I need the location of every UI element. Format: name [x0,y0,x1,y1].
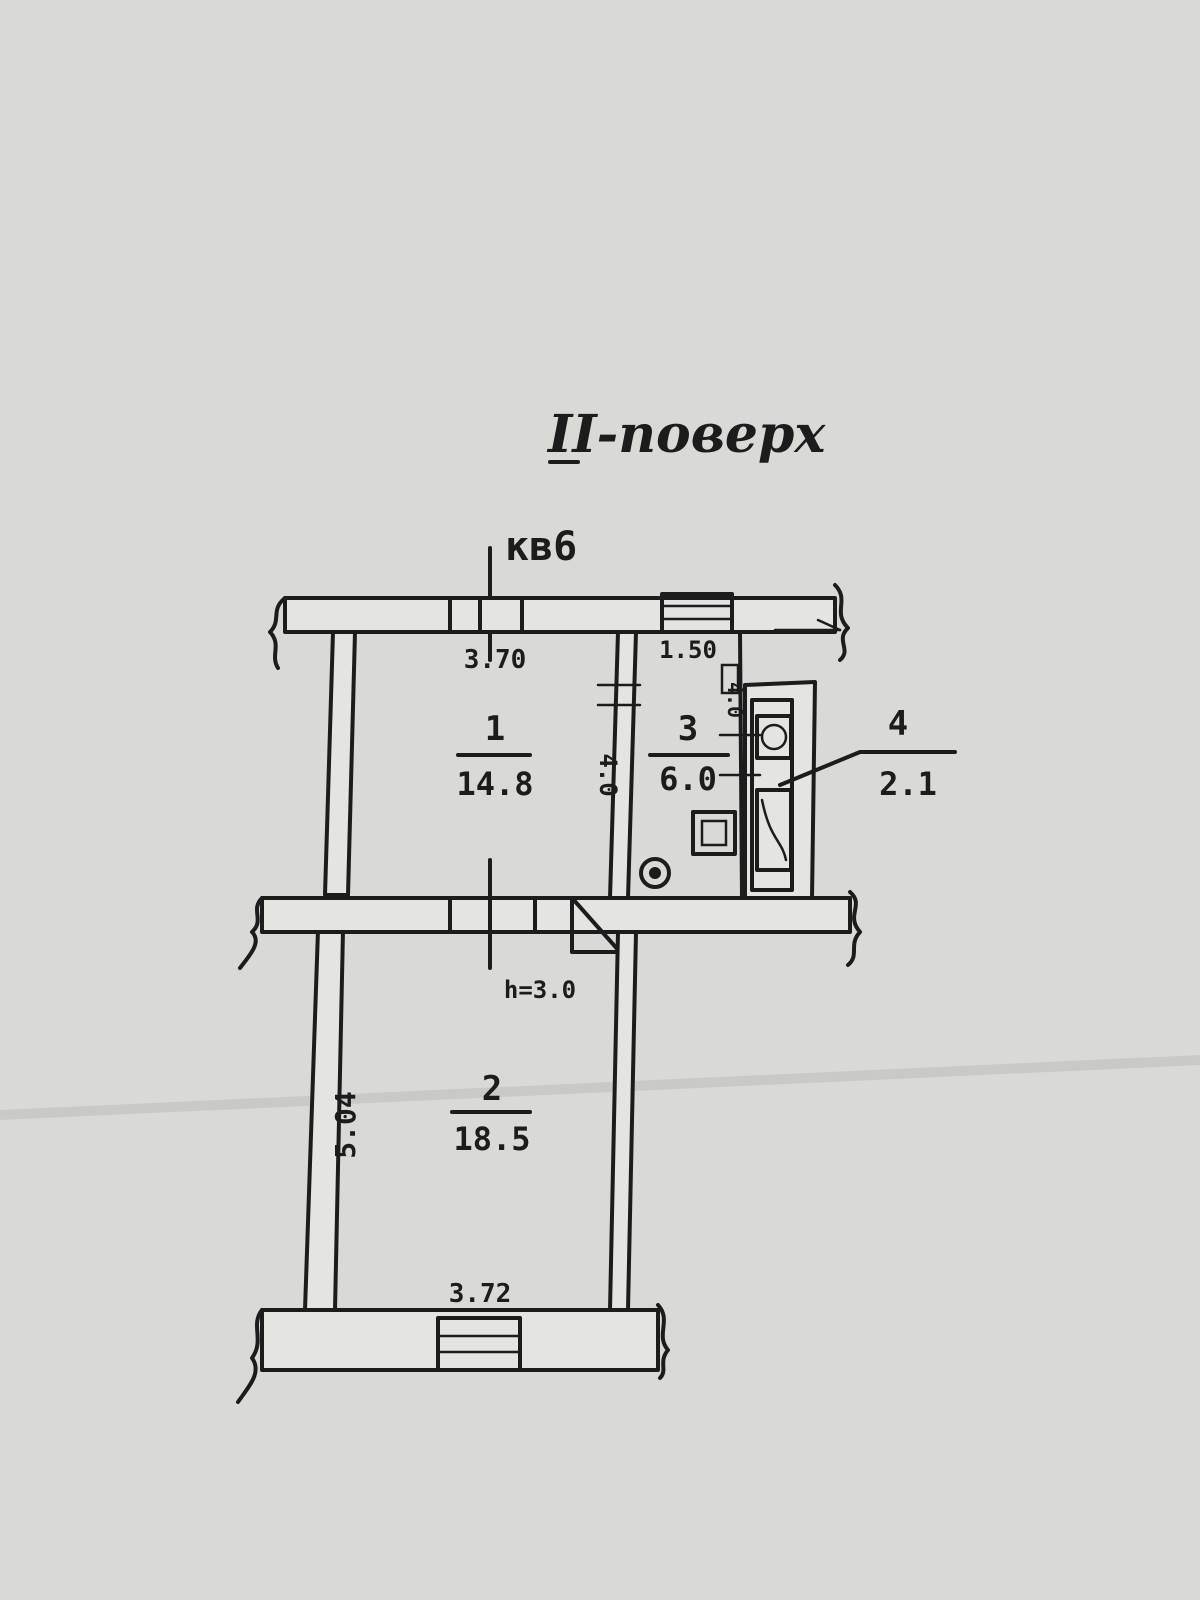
apartment-label: кв6 [505,524,577,570]
room1-area: 14.8 [456,765,533,803]
break-mark-middle-left [238,896,264,970]
opening-middle [448,858,537,970]
paper-fold [0,1055,1200,1120]
break-mark-top-left [268,596,287,670]
bottom-wall [260,1308,660,1372]
sink-icon [755,714,793,760]
stove-icon [691,810,737,856]
floor-title: II-поверх [546,404,826,465]
dim-room3-width: 1.50 [659,636,717,664]
window-room3-top [660,592,734,634]
partition-room3-room4 [738,630,744,900]
dim-room3-length: 4.0 [723,682,747,718]
boiler-icon [639,857,671,889]
room3-area: 6.0 [659,760,717,798]
break-mark-bottom-right [656,1303,670,1380]
dim-room1-width: 3.70 [464,645,527,675]
room4-area: 2.1 [879,765,937,803]
room3-wall-ticks [596,683,762,777]
top-wall-arrow [816,618,842,632]
break-mark-bottom-left [236,1308,264,1404]
dim-room2-length: 5.04 [329,1091,362,1158]
ceiling-height: h=3.0 [504,976,576,1004]
window-room1-top [448,596,524,634]
door-swing [570,896,622,954]
meter-icon [720,663,740,695]
dim-room1-length: 4.0 [594,753,622,796]
middle-wall [260,896,852,934]
room4-number: 4 [888,704,908,744]
room3-number: 3 [678,709,698,749]
room2-area: 18.5 [453,1120,530,1158]
break-mark-top-right [833,583,850,662]
left-wall-upper [323,630,357,897]
room1-number: 1 [485,709,505,749]
break-mark-middle-right [846,890,862,967]
top-wall [283,596,837,634]
dim-room2-width: 3.72 [449,1279,512,1309]
window-room2-bottom [436,1316,522,1372]
room2-number: 2 [482,1069,502,1109]
room4-leader-line [778,750,957,787]
bathtub-icon [755,788,793,872]
